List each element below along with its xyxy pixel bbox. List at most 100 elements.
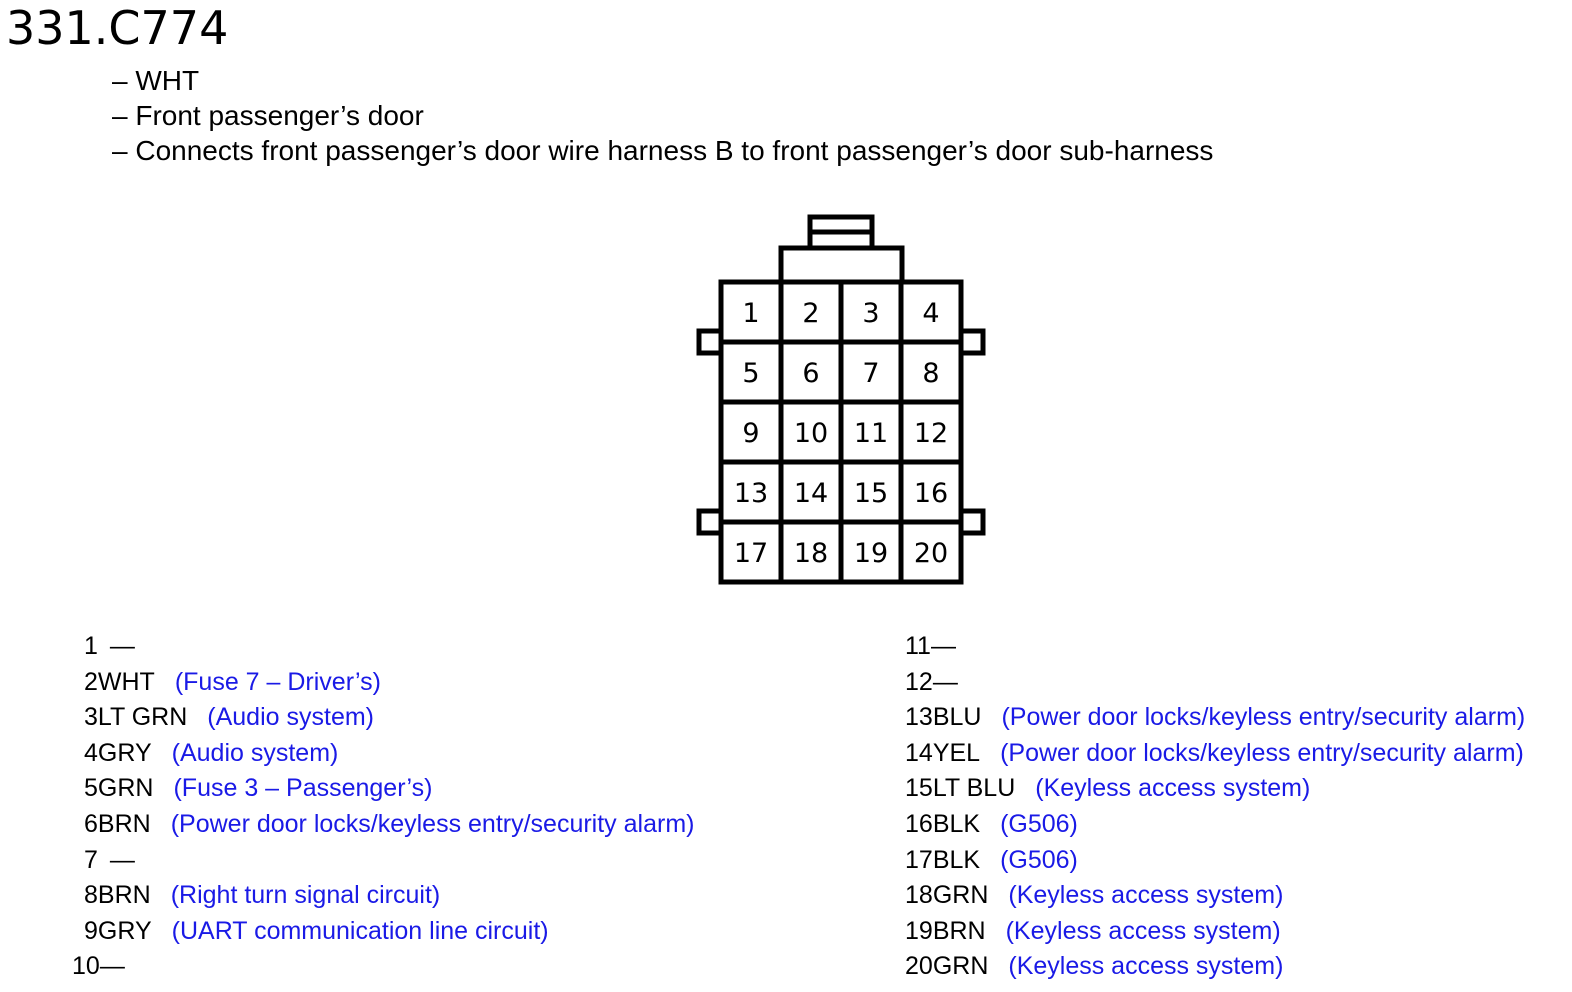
pin-label-14: 14 (794, 478, 828, 509)
pin-number: 18 (905, 881, 933, 910)
wire-color: GRY (97, 916, 152, 945)
pinout-row: 18GRN (Keyless access system) (905, 878, 1525, 914)
pin-number: 20 (905, 952, 933, 981)
pin-number: 14 (905, 738, 933, 767)
circuit-description: (UART communication line circuit) (171, 916, 549, 945)
pin-label-4: 4 (922, 298, 939, 329)
pin-number: 11 (905, 632, 931, 660)
pin-number: 12 (905, 667, 933, 696)
connector-tab-right-top (958, 328, 986, 356)
pin-number: 17 (905, 845, 933, 874)
wire-color: — (99, 952, 125, 981)
pin-label-2: 2 (802, 298, 819, 329)
wire-color: BRN (97, 809, 151, 838)
pinout-row: 8BRN (Right turn signal circuit) (84, 878, 694, 914)
wire-color: LT BLU (932, 774, 1016, 803)
circuit-description: (Keyless access system) (1005, 916, 1281, 945)
connector-title: 331.C774 (6, 1, 229, 55)
pin-number: 16 (905, 809, 933, 838)
wire-color: GRN (932, 881, 989, 910)
pinout-row: 2WHT (Fuse 7 – Driver’s) (84, 665, 694, 701)
pin-number: 1 (84, 632, 98, 660)
connector-tab-left-top (696, 328, 724, 356)
pin-label-15: 15 (854, 478, 888, 509)
pin-label-16: 16 (914, 478, 948, 509)
connector-color-note: – WHT (112, 65, 200, 96)
pin-number: 10 (72, 952, 100, 981)
pin-number: 5 (84, 774, 98, 803)
connector-location-note: – Front passenger’s door (112, 100, 424, 131)
connector-tab-right-bottom (958, 508, 986, 536)
pin-label-12: 12 (914, 418, 948, 449)
circuit-description: (Keyless access system) (1035, 774, 1311, 803)
circuit-description: (G506) (1000, 809, 1078, 838)
pin-number: 4 (84, 738, 98, 767)
pinout-list-left: 1—2WHT(Fuse 7 – Driver’s)3LT GRN(Audio s… (72, 629, 694, 985)
pin-label-6: 6 (802, 358, 819, 389)
circuit-description: (Keyless access system) (1008, 881, 1284, 910)
wire-color: — (109, 632, 135, 660)
wire-color: BLU (932, 703, 982, 732)
circuit-description: (Fuse 7 – Driver’s) (174, 667, 381, 696)
circuit-description: (Power door locks/keyless entry/security… (1000, 738, 1524, 767)
pin-label-10: 10 (794, 418, 828, 449)
wire-color: — (930, 632, 956, 660)
wire-color: GRN (932, 952, 989, 981)
pin-label-8: 8 (922, 358, 939, 389)
wire-color: BLK (932, 809, 981, 838)
pinout-row: 20GRN (Keyless access system) (905, 949, 1525, 985)
wire-color: WHT (97, 667, 155, 696)
pinout-row: 14YEL (Power door locks/keyless entry/sec… (905, 736, 1525, 772)
pin-label-20: 20 (914, 538, 948, 569)
pinout-row: 15LT BLU (Keyless access system) (905, 771, 1525, 807)
pinout-row: 5GRN (Fuse 3 – Passenger’s) (84, 771, 694, 807)
pin-number: 13 (905, 703, 933, 732)
connector-tab-left-bottom (696, 508, 724, 536)
pin-cell-20 (898, 519, 964, 585)
pin-label-9: 9 (742, 418, 759, 449)
pin-label-13: 13 (734, 478, 768, 509)
circuit-description: (Keyless access system) (1008, 952, 1284, 981)
wire-color: YEL (932, 738, 981, 767)
pin-label-7: 7 (862, 358, 879, 389)
pin-label-19: 19 (854, 538, 888, 569)
connector-key-block (778, 245, 905, 285)
pinout-row: 12— (905, 665, 1525, 701)
circuit-description: (Power door locks/keyless entry/security… (170, 809, 695, 838)
pinout-row: 3LT GRN(Audio system) (84, 700, 694, 736)
pin-label-1: 1 (742, 298, 759, 329)
pinout-row: 10— (72, 949, 694, 985)
circuit-description: (Right turn signal circuit) (170, 881, 441, 910)
wire-color: BRN (932, 916, 986, 945)
pinout-row: 4GRY(Audio system) (84, 736, 694, 772)
pinout-row: 19BRN (Keyless access system) (905, 914, 1525, 950)
pinout-row: 13BLU(Power door locks/keyless entry/sec… (905, 700, 1525, 736)
pinout-row: 17BLK(G506) (905, 843, 1525, 879)
circuit-description: (Audio system) (171, 738, 339, 767)
pinout-row: 16BLK (G506) (905, 807, 1525, 843)
pin-number: 9 (84, 916, 98, 945)
wire-color: BRN (97, 881, 151, 910)
pin-number: 2 (84, 667, 98, 696)
wire-color: — (109, 845, 135, 874)
pin-label-3: 3 (862, 298, 879, 329)
pinout-row: 6BRN (Power door locks/keyless entry/secu… (84, 807, 694, 843)
circuit-description: (G506) (1000, 845, 1078, 874)
pinout-row: 7— (84, 843, 694, 879)
pinout-row: 9GRY (UART communication line circuit) (84, 914, 694, 950)
pin-number: 15 (905, 774, 933, 803)
pinout-row: 11— (905, 629, 1525, 665)
pin-number: 8 (84, 881, 98, 910)
circuit-description: (Audio system) (207, 703, 374, 732)
pinout-list-right: 11—12—13BLU(Power door locks/keyless ent… (905, 629, 1525, 985)
wire-color: GRN (97, 774, 154, 803)
pin-number: 19 (905, 916, 933, 945)
pin-number: 7 (84, 845, 98, 874)
wire-color: — (932, 667, 958, 696)
circuit-description: (Fuse 3 – Passenger’s) (173, 774, 433, 803)
pinout-row: 1— (84, 629, 694, 665)
pin-number: 6 (84, 809, 98, 838)
pin-label-11: 11 (854, 418, 888, 449)
